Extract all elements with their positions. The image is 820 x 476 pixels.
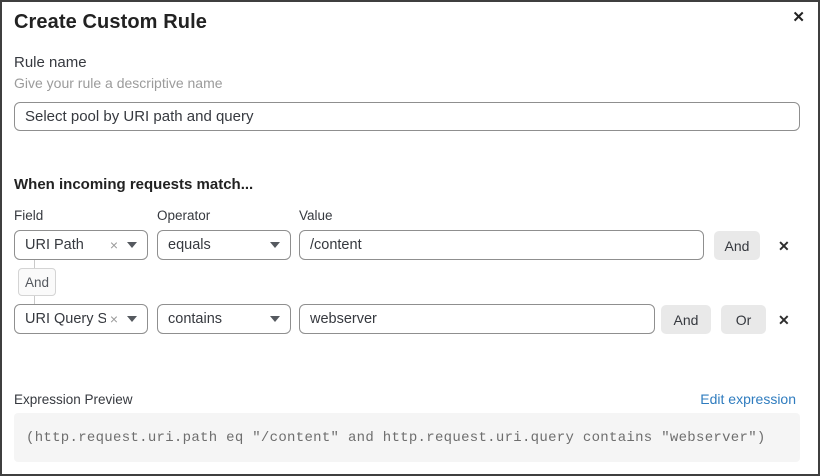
- chevron-down-icon: [127, 316, 137, 322]
- chevron-down-icon: [270, 242, 280, 248]
- clear-icon[interactable]: ×: [109, 311, 118, 327]
- and-button-row1[interactable]: And: [714, 231, 760, 260]
- field-select-row1[interactable]: URI Path ×: [14, 230, 148, 260]
- column-label-field: Field: [14, 208, 44, 223]
- column-label-value: Value: [299, 208, 333, 223]
- edit-expression-link[interactable]: Edit expression: [700, 391, 796, 407]
- operator-select-row2[interactable]: contains: [157, 304, 291, 334]
- connector-and-badge: And: [18, 268, 56, 296]
- close-icon[interactable]: ✕: [792, 9, 805, 26]
- rule-name-input[interactable]: [14, 102, 800, 131]
- operator-select-row1[interactable]: equals: [157, 230, 291, 260]
- field-select-row2[interactable]: URI Query St... ×: [14, 304, 148, 334]
- chevron-down-icon: [270, 316, 280, 322]
- connector-line-bottom: [34, 296, 35, 304]
- field-select-row1-value: URI Path: [25, 237, 84, 253]
- expression-code-block: (http.request.uri.path eq "/content" and…: [14, 413, 800, 462]
- field-select-row2-value: URI Query St...: [25, 311, 106, 327]
- operator-select-row2-value: contains: [168, 311, 223, 327]
- operator-select-row1-value: equals: [168, 237, 211, 253]
- connector-line-top: [34, 260, 35, 268]
- value-input-row2[interactable]: [299, 304, 655, 334]
- clear-icon[interactable]: ×: [109, 237, 118, 253]
- matcher-heading: When incoming requests match...: [14, 176, 254, 193]
- expression-preview-label: Expression Preview: [14, 392, 133, 407]
- and-button-row2[interactable]: And: [661, 305, 711, 334]
- column-label-operator: Operator: [157, 208, 211, 223]
- delete-row2-icon[interactable]: ✕: [778, 312, 790, 328]
- delete-row1-icon[interactable]: ✕: [778, 238, 790, 254]
- rule-name-helper: Give your rule a descriptive name: [14, 75, 223, 91]
- value-input-row1[interactable]: [299, 230, 704, 260]
- chevron-down-icon: [127, 242, 137, 248]
- expression-code: (http.request.uri.path eq "/content" and…: [26, 429, 766, 446]
- dialog-title: Create Custom Rule: [14, 11, 207, 33]
- or-button-row2[interactable]: Or: [721, 305, 766, 334]
- rule-name-label: Rule name: [14, 54, 87, 71]
